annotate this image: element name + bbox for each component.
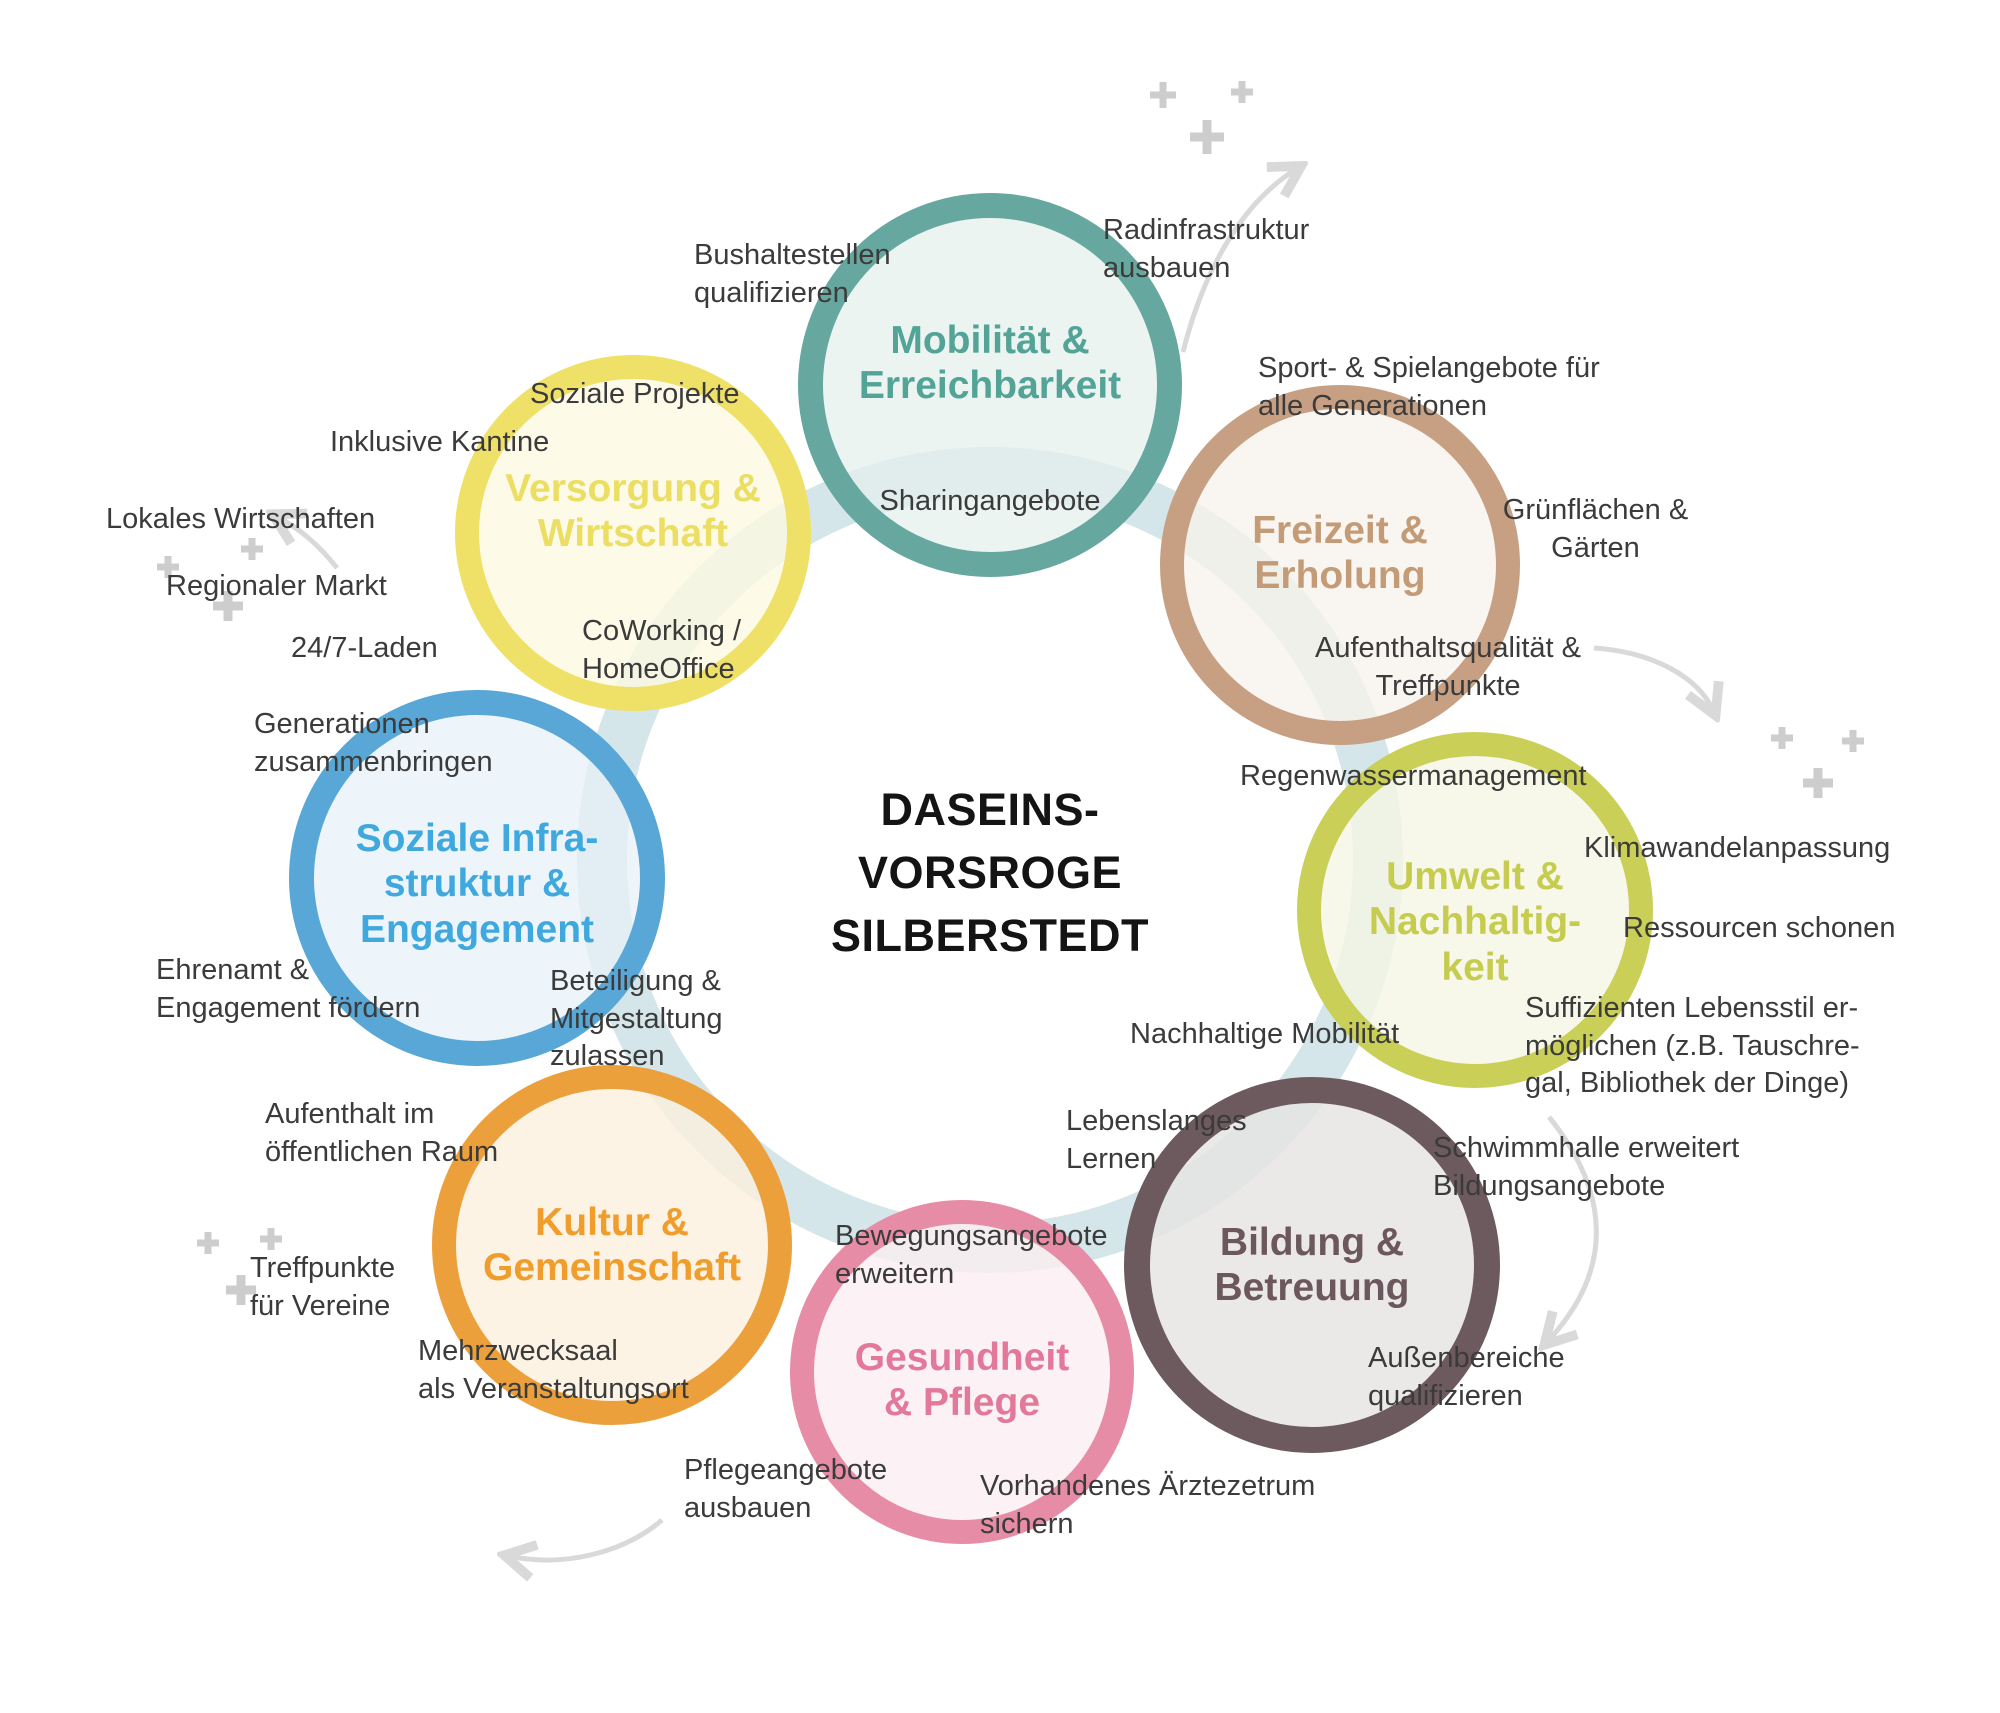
annotation-inklusive-kantine: Inklusive Kantine (330, 426, 550, 458)
topic-label-soziale-infrastruktur: Soziale Infra- struktur & Engagement (355, 817, 599, 951)
topic-label-gesundheit-pflege: Gesundheit & Pflege (854, 1335, 1070, 1424)
annotation-aussenbereiche: Außenbereiche qualifizieren (1368, 1342, 1565, 1412)
diagram-title: DASEINS- VORSROGE SILBERSTEDT (830, 784, 1150, 961)
annotation-lokales-wirtschaften: Lokales Wirtschaften (106, 503, 376, 535)
annotation-sharingangebote: Sharingangebote (879, 485, 1101, 517)
annotation-pflegeangebote: Pflegeangebote ausbauen (684, 1454, 888, 1524)
topic-label-umwelt-nachhaltigkeit: Umwelt & Nachhaltig- keit (1368, 855, 1582, 989)
annotation-bushaltestellen: Bushaltestellen qualifizieren (694, 239, 891, 309)
curved-arrow-bottom-left (508, 1518, 664, 1560)
annotation-mehrzwecksaal: Mehrzwecksaal als Veranstaltungsort (418, 1335, 689, 1405)
annotation-aerztezentrum: Vorhandenes Ärztezetrum sichern (980, 1470, 1316, 1540)
topic-circle-mobilitaet-erreichbarkeit: Mobilität & Erreichbarkeit (798, 193, 1182, 577)
curved-arrow-left (276, 516, 339, 570)
annotation-aufenthalt-oeffentlicher-raum: Aufenthalt im öffentlichen Raum (265, 1098, 499, 1168)
curved-arrow-bottom-right (1547, 1115, 1599, 1342)
annotation-suffizienter-lebensstil: Suffizienten Lebensstil er- möglichen (z… (1525, 992, 1860, 1100)
annotation-gruenflaechen-gaerten: Grünflächen & Gärten (1502, 494, 1689, 564)
annotation-ehrenamt: Ehrenamt & Engagement fördern (156, 954, 421, 1024)
curved-arrow-right (1593, 645, 1714, 712)
annotation-sport-spielangebote: Sport- & Spielangebote für alle Generati… (1258, 352, 1600, 422)
topic-label-mobilitaet-erreichbarkeit: Mobilität & Erreichbarkeit (858, 318, 1122, 407)
annotation-regenwassermanagement: Regenwassermanagement (1240, 760, 1587, 792)
topic-label-kultur-gemeinschaft: Kultur & Gemeinschaft (483, 1200, 741, 1289)
annotation-aufenthaltsqualitaet: Aufenthaltsqualität & Treffpunkte (1314, 632, 1581, 702)
annotation-bewegungsangebote: Bewegungsangebote erweitern (835, 1220, 1108, 1290)
curved-arrow-top-right (1180, 168, 1298, 353)
annotation-nachhaltige-mobilitaet: Nachhaltige Mobilität (1130, 1018, 1400, 1050)
topic-label-bildung-betreuung: Bildung & Betreuung (1214, 1220, 1410, 1309)
annotation-beteiligung: Beteiligung & Mitgestaltung zulassen (550, 965, 723, 1073)
annotation-24-7-laden: 24/7-Laden (291, 632, 438, 664)
annotation-generationen: Generationen zusammenbringen (254, 708, 493, 778)
annotation-coworking-homeoffice: CoWorking / HomeOffice (582, 615, 742, 685)
annotation-regionaler-markt: Regionaler Markt (166, 570, 387, 602)
annotation-ressourcen-schonen: Ressourcen schonen (1623, 912, 1896, 944)
annotation-soziale-projekte: Soziale Projekte (530, 378, 740, 410)
annotation-treffpunkte-vereine: Treffpunkte für Vereine (250, 1252, 396, 1322)
topic-label-versorgung-wirtschaft: Versorgung & Wirtschaft (505, 466, 761, 555)
plus-decoration-top-right (1150, 81, 1253, 154)
topic-label-freizeit-erholung: Freizeit & Erholung (1252, 508, 1428, 597)
annotation-klimawandelanpassung: Klimawandelanpassung (1584, 832, 1891, 864)
annotation-schwimmhalle: Schwimmhalle erweitert Bildungsangebote (1433, 1132, 1740, 1202)
plus-decoration-left (157, 538, 263, 621)
annotation-radinfrastruktur: Radinfrastruktur ausbauen (1103, 214, 1310, 284)
plus-decoration-bottom-left (197, 1228, 282, 1305)
plus-decoration-right (1771, 727, 1864, 798)
annotation-lebenslanges-lernen: Lebenslanges Lernen (1066, 1105, 1247, 1175)
